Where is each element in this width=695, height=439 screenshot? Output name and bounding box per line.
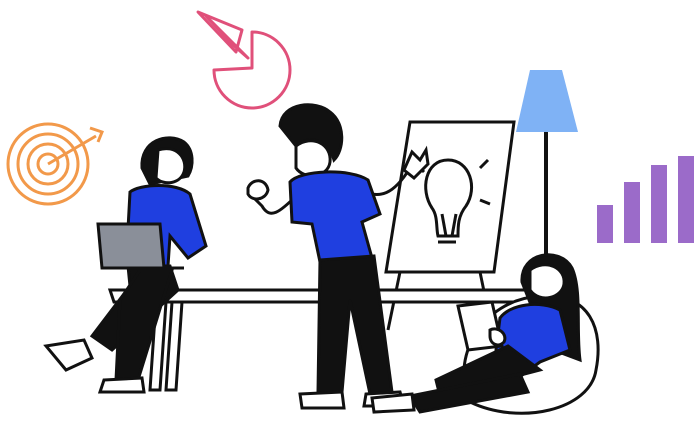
- person-presenting: [246, 103, 430, 410]
- person-with-laptop: [43, 136, 208, 394]
- bar-chart-icon: [597, 156, 694, 243]
- target-icon: [6, 122, 104, 206]
- pie-chart-icon: [196, 10, 292, 110]
- person-on-beanbag-reading: [370, 253, 600, 415]
